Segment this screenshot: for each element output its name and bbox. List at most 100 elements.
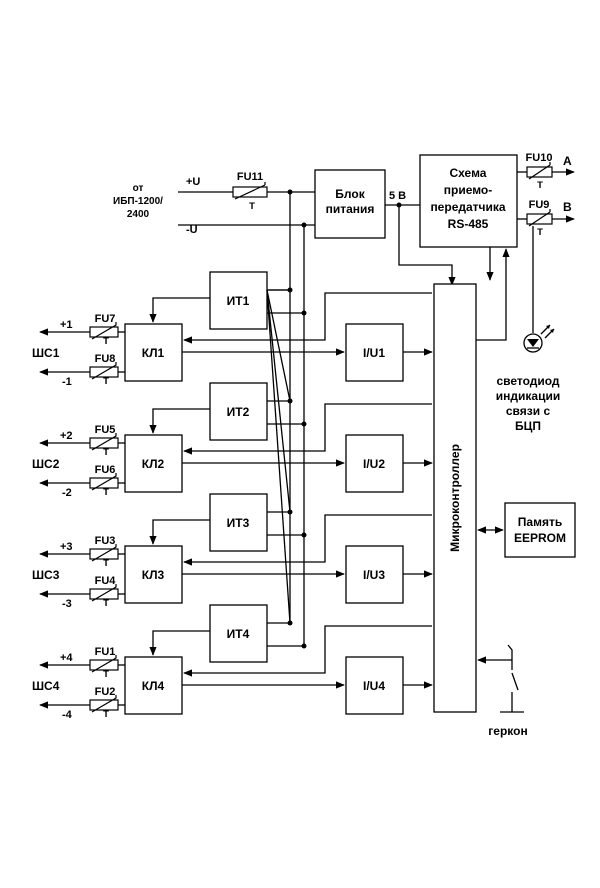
- it4-plus-tap: [266, 289, 291, 624]
- led-label-line3: связи с: [506, 404, 551, 418]
- fuse-fu6-t: T: [103, 487, 109, 498]
- it4-block: [209, 604, 268, 663]
- fuse-fu6-diag: [91, 473, 117, 491]
- kl4-label: КЛ4: [142, 679, 165, 693]
- eeprom-block: [504, 502, 576, 558]
- loop1-plus-label: +1: [60, 319, 73, 331]
- iu1-block: [345, 323, 404, 382]
- mcu-to-kl2-wire: [183, 403, 432, 455]
- fuse-fu5-t: T: [103, 447, 109, 458]
- it2-minus-node: [301, 421, 307, 427]
- fuse-fu7-diag: [91, 322, 117, 340]
- fuse-fu8-label: FU8: [95, 353, 116, 365]
- mcu-to-kl4-wire: [183, 625, 432, 677]
- loop3-plus-label: +3: [60, 541, 73, 553]
- kl2-label: КЛ2: [142, 457, 165, 471]
- minus-u-label: -U: [186, 224, 198, 236]
- it3-to-kl3-wire: [149, 519, 210, 545]
- transceiver-line4: RS-485: [448, 217, 489, 231]
- loop1-name-label: ШС1: [32, 346, 60, 360]
- it3-plus-node: [287, 509, 293, 515]
- it3-plus-tap: [266, 289, 291, 513]
- it1-minus-node: [301, 310, 307, 316]
- fuse-fu11: [232, 182, 268, 200]
- fuse-fu9-t: T: [537, 227, 543, 238]
- fuse-fu8-t: T: [103, 376, 109, 387]
- it3-minus-node: [301, 532, 307, 538]
- fuse-fu6-label: FU6: [95, 464, 116, 476]
- loop1-minus-label: -1: [62, 376, 72, 388]
- it2-label: ИТ2: [227, 405, 250, 419]
- kl3-block: [124, 545, 183, 604]
- line-a-label: A: [563, 154, 572, 168]
- iu1-label: I/U1: [363, 346, 385, 360]
- fuse-fu7-label: FU7: [95, 313, 116, 325]
- fuse-fu11-t: T: [249, 201, 255, 212]
- led-icon: [523, 324, 555, 353]
- fuse-fu4-t: T: [103, 598, 109, 609]
- source-from-label: от: [133, 183, 144, 194]
- power-supply-block: [314, 169, 386, 239]
- fuse-fu1-t: T: [103, 669, 109, 680]
- fuse-fu11-label: FU11: [237, 171, 263, 183]
- fuse-fu2-label: FU2: [95, 686, 116, 698]
- fuse-fu1-diag: [91, 655, 117, 673]
- fuse-fu2-t: T: [103, 709, 109, 720]
- it2-to-kl2-wire: [149, 408, 210, 434]
- it1-block: [209, 271, 268, 330]
- microcontroller-label: Микроконтроллер: [448, 444, 462, 552]
- iu4-label: I/U4: [363, 679, 385, 693]
- transceiver-line2: приемо-: [444, 183, 493, 197]
- loop3-minus-label: -3: [62, 598, 72, 610]
- voltage-5v-label: 5 В: [389, 190, 406, 202]
- reed-switch-icon: [477, 644, 524, 713]
- fuse-fu3-label: FU3: [95, 535, 116, 547]
- fuse-fu4-label: FU4: [95, 575, 117, 587]
- fuse-fu10-label: FU10: [526, 152, 553, 164]
- eeprom-line2: EEPROM: [514, 531, 566, 545]
- led-label-line1: светодиод: [496, 374, 559, 388]
- loop3-name-label: ШС3: [32, 568, 60, 582]
- it4-minus-node: [301, 643, 307, 649]
- it1-plus-node: [287, 287, 293, 293]
- fuse-fu4-diag: [91, 584, 117, 602]
- line-b-label: B: [563, 200, 572, 214]
- fuse-fu9-label: FU9: [529, 199, 550, 211]
- source-ups-label: ИБП-1200/: [113, 196, 163, 207]
- mcu-to-kl1-wire: [183, 292, 432, 344]
- loop2-name-label: ШС2: [32, 457, 60, 471]
- loop4-plus-label: +4: [60, 652, 73, 664]
- transceiver-line3: передатчика: [430, 200, 505, 214]
- power-block-line2: питания: [326, 202, 375, 216]
- it2-block: [209, 382, 268, 441]
- power-block-line1: Блок: [335, 187, 365, 201]
- fuse-fu3-diag: [91, 544, 117, 562]
- fuse-fu1-label: FU1: [95, 646, 116, 658]
- microcontroller-block: [433, 283, 477, 713]
- kl1-label: КЛ1: [142, 346, 165, 360]
- fuse-fu10-t: T: [537, 180, 543, 191]
- rs485-transceiver-block: [419, 154, 518, 248]
- iu4-block: [345, 656, 404, 715]
- fuse-fu10: [526, 162, 553, 180]
- fuse-fu5-diag: [91, 433, 117, 451]
- loop2-plus-label: +2: [60, 430, 73, 442]
- kl4-block: [124, 656, 183, 715]
- reed-switch-label: геркон: [488, 724, 527, 738]
- fuse-fu8-diag: [91, 362, 117, 380]
- it4-plus-node: [287, 620, 293, 626]
- led-label-line4: БЦП: [515, 419, 541, 433]
- it2-plus-tap: [266, 289, 291, 402]
- mcu-to-kl3-wire: [183, 514, 432, 566]
- power-5v-to-mcu: [398, 205, 456, 286]
- it1-to-kl1-wire: [149, 297, 210, 323]
- fuse-fu5-label: FU5: [95, 424, 116, 436]
- transceiver-line1: Схема: [450, 166, 487, 180]
- led-label-line2: индикации: [496, 389, 560, 403]
- iu3-label: I/U3: [363, 568, 385, 582]
- mcu-to-transceiver-wire: [476, 248, 510, 341]
- iu3-block: [345, 545, 404, 604]
- fuse-fu9: [526, 209, 553, 227]
